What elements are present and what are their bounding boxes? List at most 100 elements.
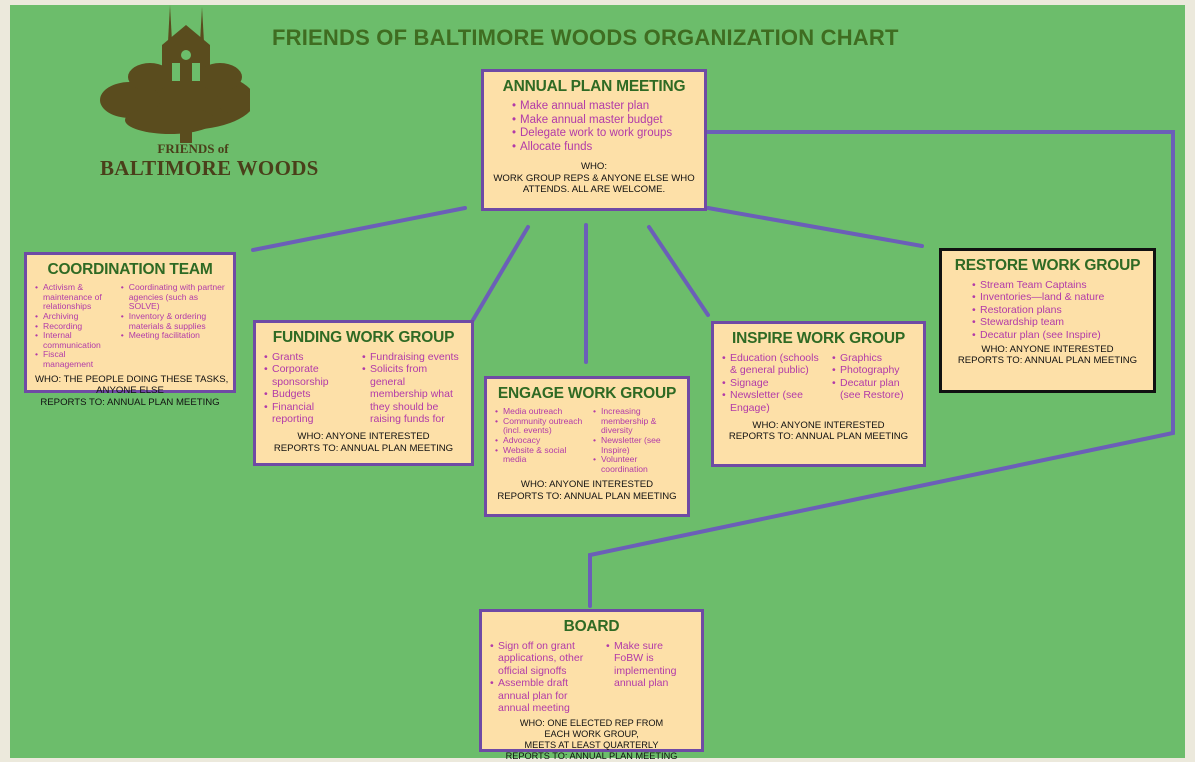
- list-item: Photography: [832, 364, 915, 377]
- list-item: Media outreach: [495, 406, 587, 417]
- list-item: Delegate work to work groups: [512, 127, 696, 141]
- connector-annual-funding: [468, 225, 530, 327]
- list-item: Advocacy: [495, 435, 587, 446]
- who-line: WHO: ONE ELECTED REP FROM: [519, 718, 664, 729]
- who-line: WHO:: [580, 161, 608, 173]
- chart-title: FRIENDS OF BALTIMORE WOODS ORGANIZATION …: [272, 25, 899, 50]
- inspire-work-group-title: INSPIRE WORK GROUP: [732, 330, 905, 347]
- logo-line1: FRIENDS of: [157, 141, 229, 156]
- funding-work-group-title: FUNDING WORK GROUP: [272, 329, 455, 346]
- coordination-col2: Coordinating with partner agencies (such…: [121, 282, 225, 370]
- list-item: Financial reporting: [264, 401, 356, 426]
- list-item: Fiscal management: [35, 349, 115, 369]
- who-line: WHO: THE PEOPLE DOING THESE TASKS,: [35, 373, 229, 385]
- logo-line2: BALTIMORE WOODS: [100, 156, 319, 180]
- list-item: Decatur plan (see Restore): [832, 377, 915, 402]
- funding-who: WHO: ANYONE INTERESTED REPORTS TO: ANNUA…: [264, 431, 463, 454]
- org-chart-canvas: FRIENDS OF BALTIMORE WOODS ORGANIZATION …: [10, 5, 1185, 761]
- list-item: Grants: [264, 351, 356, 364]
- who-line: MEETS AT LEAST QUARTERLY: [524, 740, 659, 751]
- funding-columns: Grants Corporate sponsorship Budgets Fin…: [264, 351, 463, 425]
- tree-cathedral-logo-icon: [100, 5, 255, 143]
- list-item: Inventory & ordering materials & supplie…: [121, 311, 225, 331]
- annual-plan-meeting-title: ANNUAL PLAN MEETING: [502, 78, 686, 95]
- who-line: WHO: ANYONE INTERESTED: [752, 419, 885, 431]
- who-line: ATTENDS. ALL ARE WELCOME.: [522, 184, 666, 196]
- connector-annual-inspire: [647, 225, 710, 317]
- list-item: Corporate sponsorship: [264, 363, 356, 388]
- list-item: Signage: [722, 377, 826, 390]
- board-who: WHO: ONE ELECTED REP FROM EACH WORK GROU…: [490, 718, 693, 762]
- inspire-columns: Education (schools & general public) Sig…: [722, 352, 915, 414]
- engage-columns: Media outreach Community outreach (incl.…: [495, 406, 679, 474]
- who-line: REPORTS TO: ANNUAL PLAN MEETING: [957, 355, 1138, 367]
- who-line: REPORTS TO: ANNUAL PLAN MEETING: [728, 431, 909, 443]
- list-item: Activism & maintenance of relationships: [35, 282, 115, 312]
- annual-plan-meeting-box: ANNUAL PLAN MEETING Make annual master p…: [481, 69, 707, 211]
- list-item: Make sure FoBW is implementing annual pl…: [606, 640, 693, 690]
- engage-work-group-title: ENGAGE WORK GROUP: [497, 385, 677, 402]
- board-box: BOARD Sign off on grant applications, ot…: [479, 609, 704, 761]
- list-item: Allocate funds: [512, 141, 696, 155]
- list-item: Restoration plans: [972, 304, 1145, 317]
- list-item: Archiving: [35, 311, 115, 322]
- list-item: Community outreach (incl. events): [495, 416, 587, 436]
- list-item: Education (schools & general public): [722, 352, 826, 377]
- funding-col1: Grants Corporate sponsorship Budgets Fin…: [264, 351, 356, 425]
- coordination-team-title: COORDINATION TEAM: [47, 261, 213, 278]
- inspire-work-group-box: INSPIRE WORK GROUP Education (schools & …: [711, 321, 926, 467]
- engage-who: WHO: ANYONE INTERESTED REPORTS TO: ANNUA…: [495, 479, 679, 502]
- annual-who: WHO: WORK GROUP REPS & ANYONE ELSE WHO A…: [492, 161, 696, 196]
- list-item: Make annual master budget: [512, 114, 696, 128]
- restore-work-group-title: RESTORE WORK GROUP: [954, 257, 1141, 274]
- connector-annual-restore: [706, 206, 924, 248]
- list-item: Newsletter (see Inspire): [593, 435, 679, 455]
- list-item: Inventories—land & nature: [972, 291, 1145, 304]
- list-item: Assemble draft annual plan for annual me…: [490, 677, 600, 714]
- list-item: Volunteer coordination: [593, 454, 679, 474]
- engage-work-group-box: ENGAGE WORK GROUP Media outreach Communi…: [484, 376, 690, 517]
- engage-col2: Increasing membership & diversity Newsle…: [593, 406, 679, 474]
- who-line: EACH WORK GROUP,: [544, 729, 639, 740]
- who-line: WHO: ANYONE INTERESTED: [981, 343, 1114, 355]
- who-line: REPORTS TO: ANNUAL PLAN MEETING: [497, 490, 677, 502]
- list-item: Meeting facilitation: [121, 330, 225, 341]
- friends-of-baltimore-woods-logo: FRIENDS of BALTIMORE WOODS: [50, 5, 318, 180]
- list-item: Stewardship team: [972, 316, 1145, 329]
- list-item: Fundraising events: [362, 351, 463, 364]
- coordination-team-box: COORDINATION TEAM Activism & maintenance…: [24, 252, 236, 408]
- restore-who: WHO: ANYONE INTERESTED REPORTS TO: ANNUA…: [950, 344, 1145, 367]
- engage-col1: Media outreach Community outreach (incl.…: [495, 406, 587, 474]
- list-item: Solicits from general membership what th…: [362, 363, 463, 425]
- annual-plan-items: Make annual master plan Make annual mast…: [492, 100, 696, 154]
- restore-items: Stream Team Captains Inventories—land & …: [950, 279, 1145, 341]
- funding-col2: Fundraising events Solicits from general…: [362, 351, 463, 425]
- list-item: Newsletter (see Engage): [722, 389, 826, 414]
- who-line: REPORTS TO: ANNUAL PLAN MEETING: [40, 396, 220, 408]
- who-line: WORK GROUP REPS & ANYONE ELSE WHO: [493, 172, 695, 184]
- coordination-col1: Activism & maintenance of relationships …: [35, 282, 115, 370]
- inspire-col2: Graphics Photography Decatur plan (see R…: [832, 352, 915, 414]
- connector-annual-coordination: [251, 206, 467, 252]
- who-line: REPORTS TO: ANNUAL PLAN MEETING: [273, 442, 454, 454]
- inspire-who: WHO: ANYONE INTERESTED REPORTS TO: ANNUA…: [722, 420, 915, 443]
- list-item: Increasing membership & diversity: [593, 406, 679, 436]
- funding-work-group-box: FUNDING WORK GROUP Grants Corporate spon…: [253, 320, 474, 466]
- list-item: Website & social media: [495, 445, 587, 465]
- inspire-col1: Education (schools & general public) Sig…: [722, 352, 826, 414]
- list-item: Stream Team Captains: [972, 279, 1145, 292]
- list-item: Internal communication: [35, 330, 115, 350]
- who-line: WHO: ANYONE INTERESTED: [297, 431, 430, 443]
- list-item: Coordinating with partner agencies (such…: [121, 282, 225, 312]
- list-item: Decatur plan (see Inspire): [972, 329, 1145, 342]
- who-line: ANYONE ELSE: [96, 385, 164, 397]
- board-col2: Make sure FoBW is implementing annual pl…: [606, 640, 693, 714]
- list-item: Recording: [35, 321, 115, 332]
- board-col1: Sign off on grant applications, other of…: [490, 640, 600, 714]
- connector-annual-board: [588, 130, 1175, 608]
- board-title: BOARD: [563, 618, 620, 635]
- coordination-columns: Activism & maintenance of relationships …: [35, 282, 225, 370]
- who-line: REPORTS TO: ANNUAL PLAN MEETING: [505, 751, 678, 762]
- coordination-who: WHO: THE PEOPLE DOING THESE TASKS, ANYON…: [35, 373, 229, 409]
- board-columns: Sign off on grant applications, other of…: [490, 640, 693, 714]
